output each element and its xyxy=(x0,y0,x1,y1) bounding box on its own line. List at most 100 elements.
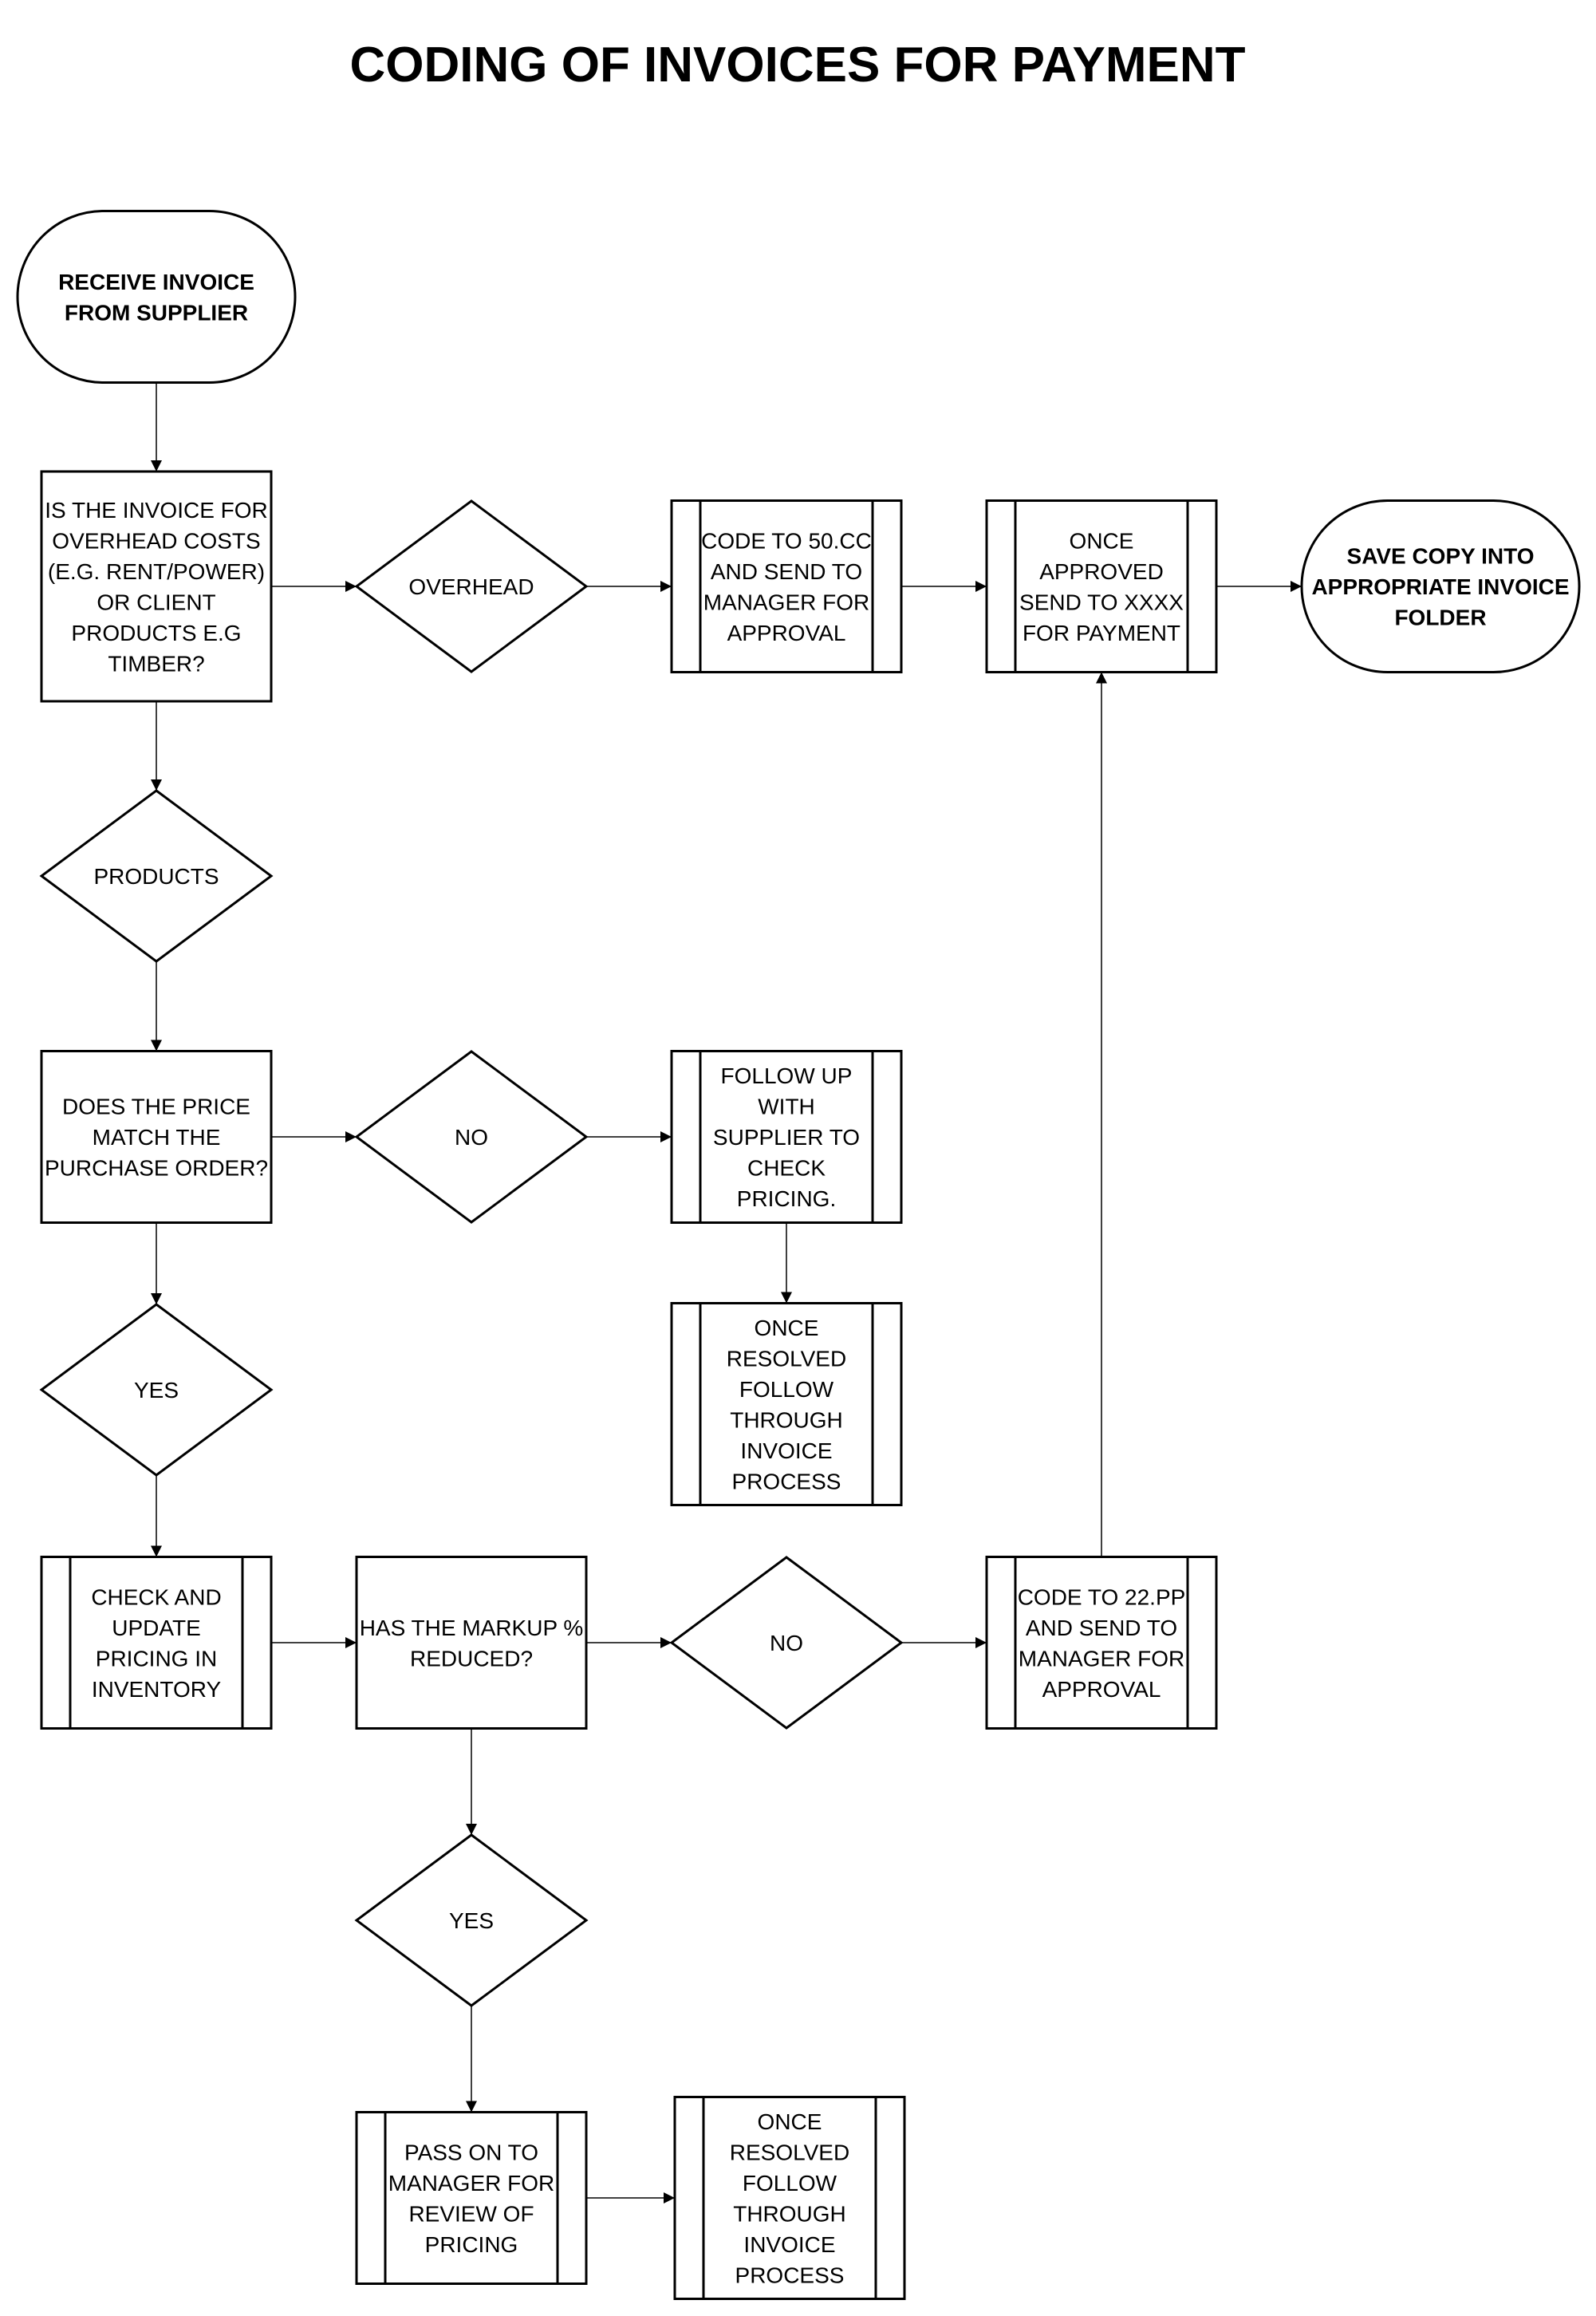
node-label: YES xyxy=(134,1378,179,1403)
node-label-line: MANAGER FOR xyxy=(1019,1646,1184,1671)
node-label-line: REVIEW OF xyxy=(408,2201,534,2226)
decision-diamond xyxy=(354,499,589,673)
node-label-line: SEND TO XXXX xyxy=(1019,590,1184,614)
process-box xyxy=(355,1556,588,1730)
decision-diamond xyxy=(39,789,274,963)
subprocess-box xyxy=(670,499,903,673)
page-title: CODING OF INVOICES FOR PAYMENT xyxy=(350,37,1246,93)
node-label-line: PRICING xyxy=(425,2232,518,2257)
node-label: ONCE RESOLVED FOLLOW THROUGH INVOICE PROCESS xyxy=(730,2109,849,2288)
node-label-line: MANAGER FOR xyxy=(703,590,869,614)
node-label: PASS ON TO MANAGER FOR REVIEW OF PRICING xyxy=(388,2140,554,2257)
decision-diamond xyxy=(669,1556,904,1730)
node-label-line: INVOICE xyxy=(740,1438,832,1463)
node-label-line: REDUCED? xyxy=(410,1646,533,1671)
node-label: NO xyxy=(455,1125,488,1150)
node-label-line: THROUGH xyxy=(730,1407,843,1432)
node-d-yes-price: YES xyxy=(39,1303,274,1477)
process-box xyxy=(40,470,273,703)
node-label: CODE TO 22.PP AND SEND TO MANAGER FOR APPRO… xyxy=(1018,1584,1186,1702)
node-q-price: DOES THE PRICE MATCH THE PURCHASE ORDER? xyxy=(40,1050,273,1224)
decision-diamond xyxy=(354,1833,589,2007)
node-label-line: PROCESS xyxy=(732,1469,841,1493)
node-label-line: MANAGER FOR xyxy=(388,2171,554,2196)
node-label-line: PRICING. xyxy=(737,1186,836,1211)
node-label-line: ONCE xyxy=(755,1316,819,1340)
node-label-line: FOLLOW xyxy=(739,1377,834,1402)
node-d-products: PRODUCTS xyxy=(39,789,274,963)
node-label-line: HAS THE MARKUP % xyxy=(360,1616,584,1640)
node-label-line: TIMBER? xyxy=(108,651,204,676)
subprocess-box xyxy=(670,1302,903,1506)
subprocess-box xyxy=(985,1556,1218,1730)
node-follow-up: FOLLOW UP WITH SUPPLIER TO CHECK PRICING. xyxy=(670,1050,903,1224)
node-label-line: PASS ON TO xyxy=(404,2140,538,2164)
node-label-line: DOES THE PRICE xyxy=(62,1095,250,1119)
node-label-line: PROCESS xyxy=(735,2263,845,2287)
node-label: NO xyxy=(770,1631,803,1655)
node-label-line: INVENTORY xyxy=(92,1677,222,1702)
node-label-line: YES xyxy=(449,1908,494,1933)
node-label: OVERHEAD xyxy=(408,574,534,599)
node-label-line: OVERHEAD xyxy=(408,574,534,599)
node-label-line: IS THE INVOICE FOR xyxy=(45,498,268,523)
node-resolved-2: ONCE RESOLVED FOLLOW THROUGH INVOICE PROCESS xyxy=(673,2096,906,2300)
subprocess-box xyxy=(985,499,1218,673)
node-label-line: FOLLOW xyxy=(743,2171,837,2196)
node-label-line: APPROPRIATE INVOICE xyxy=(1311,574,1569,599)
node-label-line: ONCE xyxy=(758,2109,822,2134)
node-q-markup: HAS THE MARKUP % REDUCED? xyxy=(355,1556,588,1730)
node-label-line: CODE TO 50.CC xyxy=(701,528,872,553)
node-label: HAS THE MARKUP % REDUCED? xyxy=(360,1616,584,1671)
node-label-line: ONCE xyxy=(1070,528,1134,553)
node-label-line: CHECK xyxy=(747,1156,826,1181)
node-d-overhead: OVERHEAD xyxy=(354,499,589,673)
node-label-line: PRICING IN xyxy=(96,1646,217,1671)
connectors xyxy=(151,382,1302,2204)
node-d-yes-markup: YES xyxy=(354,1833,589,2007)
decision-diamond xyxy=(354,1050,589,1224)
process-box xyxy=(40,1050,273,1224)
node-label: ONCE RESOLVED FOLLOW THROUGH INVOICE PROCESS xyxy=(727,1316,846,1494)
node-label-line: OR CLIENT xyxy=(97,590,215,614)
node-d-no-markup: NO xyxy=(669,1556,904,1730)
node-resolved-1: ONCE RESOLVED FOLLOW THROUGH INVOICE PROCESS xyxy=(670,1302,903,1506)
node-label-line: AND SEND TO xyxy=(1026,1616,1177,1640)
node-label-line: WITH xyxy=(758,1095,815,1119)
node-label-line: SUPPLIER TO xyxy=(713,1125,860,1150)
terminator-shape xyxy=(16,210,297,384)
node-label-line: THROUGH xyxy=(733,2201,846,2226)
node-d-no-price: NO xyxy=(354,1050,589,1224)
node-label-line: APPROVED xyxy=(1039,559,1164,584)
node-label-line: APPROVAL xyxy=(1042,1677,1161,1702)
node-label-line: NO xyxy=(770,1631,803,1655)
node-label: PRODUCTS xyxy=(93,864,219,889)
node-label-line: CODE TO 22.PP xyxy=(1018,1584,1186,1609)
node-label: DOES THE PRICE MATCH THE PURCHASE ORDER? xyxy=(45,1095,268,1181)
node-label-line: FOLLOW UP xyxy=(721,1063,853,1088)
node-label-line: MATCH THE xyxy=(93,1125,221,1150)
node-label-line: RESOLVED xyxy=(730,2140,849,2164)
node-pass-on: PASS ON TO MANAGER FOR REVIEW OF PRICING xyxy=(355,2111,588,2285)
node-label-line: PURCHASE ORDER? xyxy=(45,1156,268,1181)
node-label-line: PRODUCTS xyxy=(93,864,219,889)
node-label: FOLLOW UP WITH SUPPLIER TO CHECK PRICING. xyxy=(713,1063,860,1211)
node-label-line: RESOLVED xyxy=(727,1346,846,1371)
subprocess-box xyxy=(670,1050,903,1224)
subprocess-box xyxy=(40,1556,273,1730)
node-label-line: APPROVAL xyxy=(727,621,846,645)
node-label-line: INVOICE xyxy=(743,2232,835,2257)
node-label-line: PRODUCTS E.G xyxy=(71,621,241,645)
